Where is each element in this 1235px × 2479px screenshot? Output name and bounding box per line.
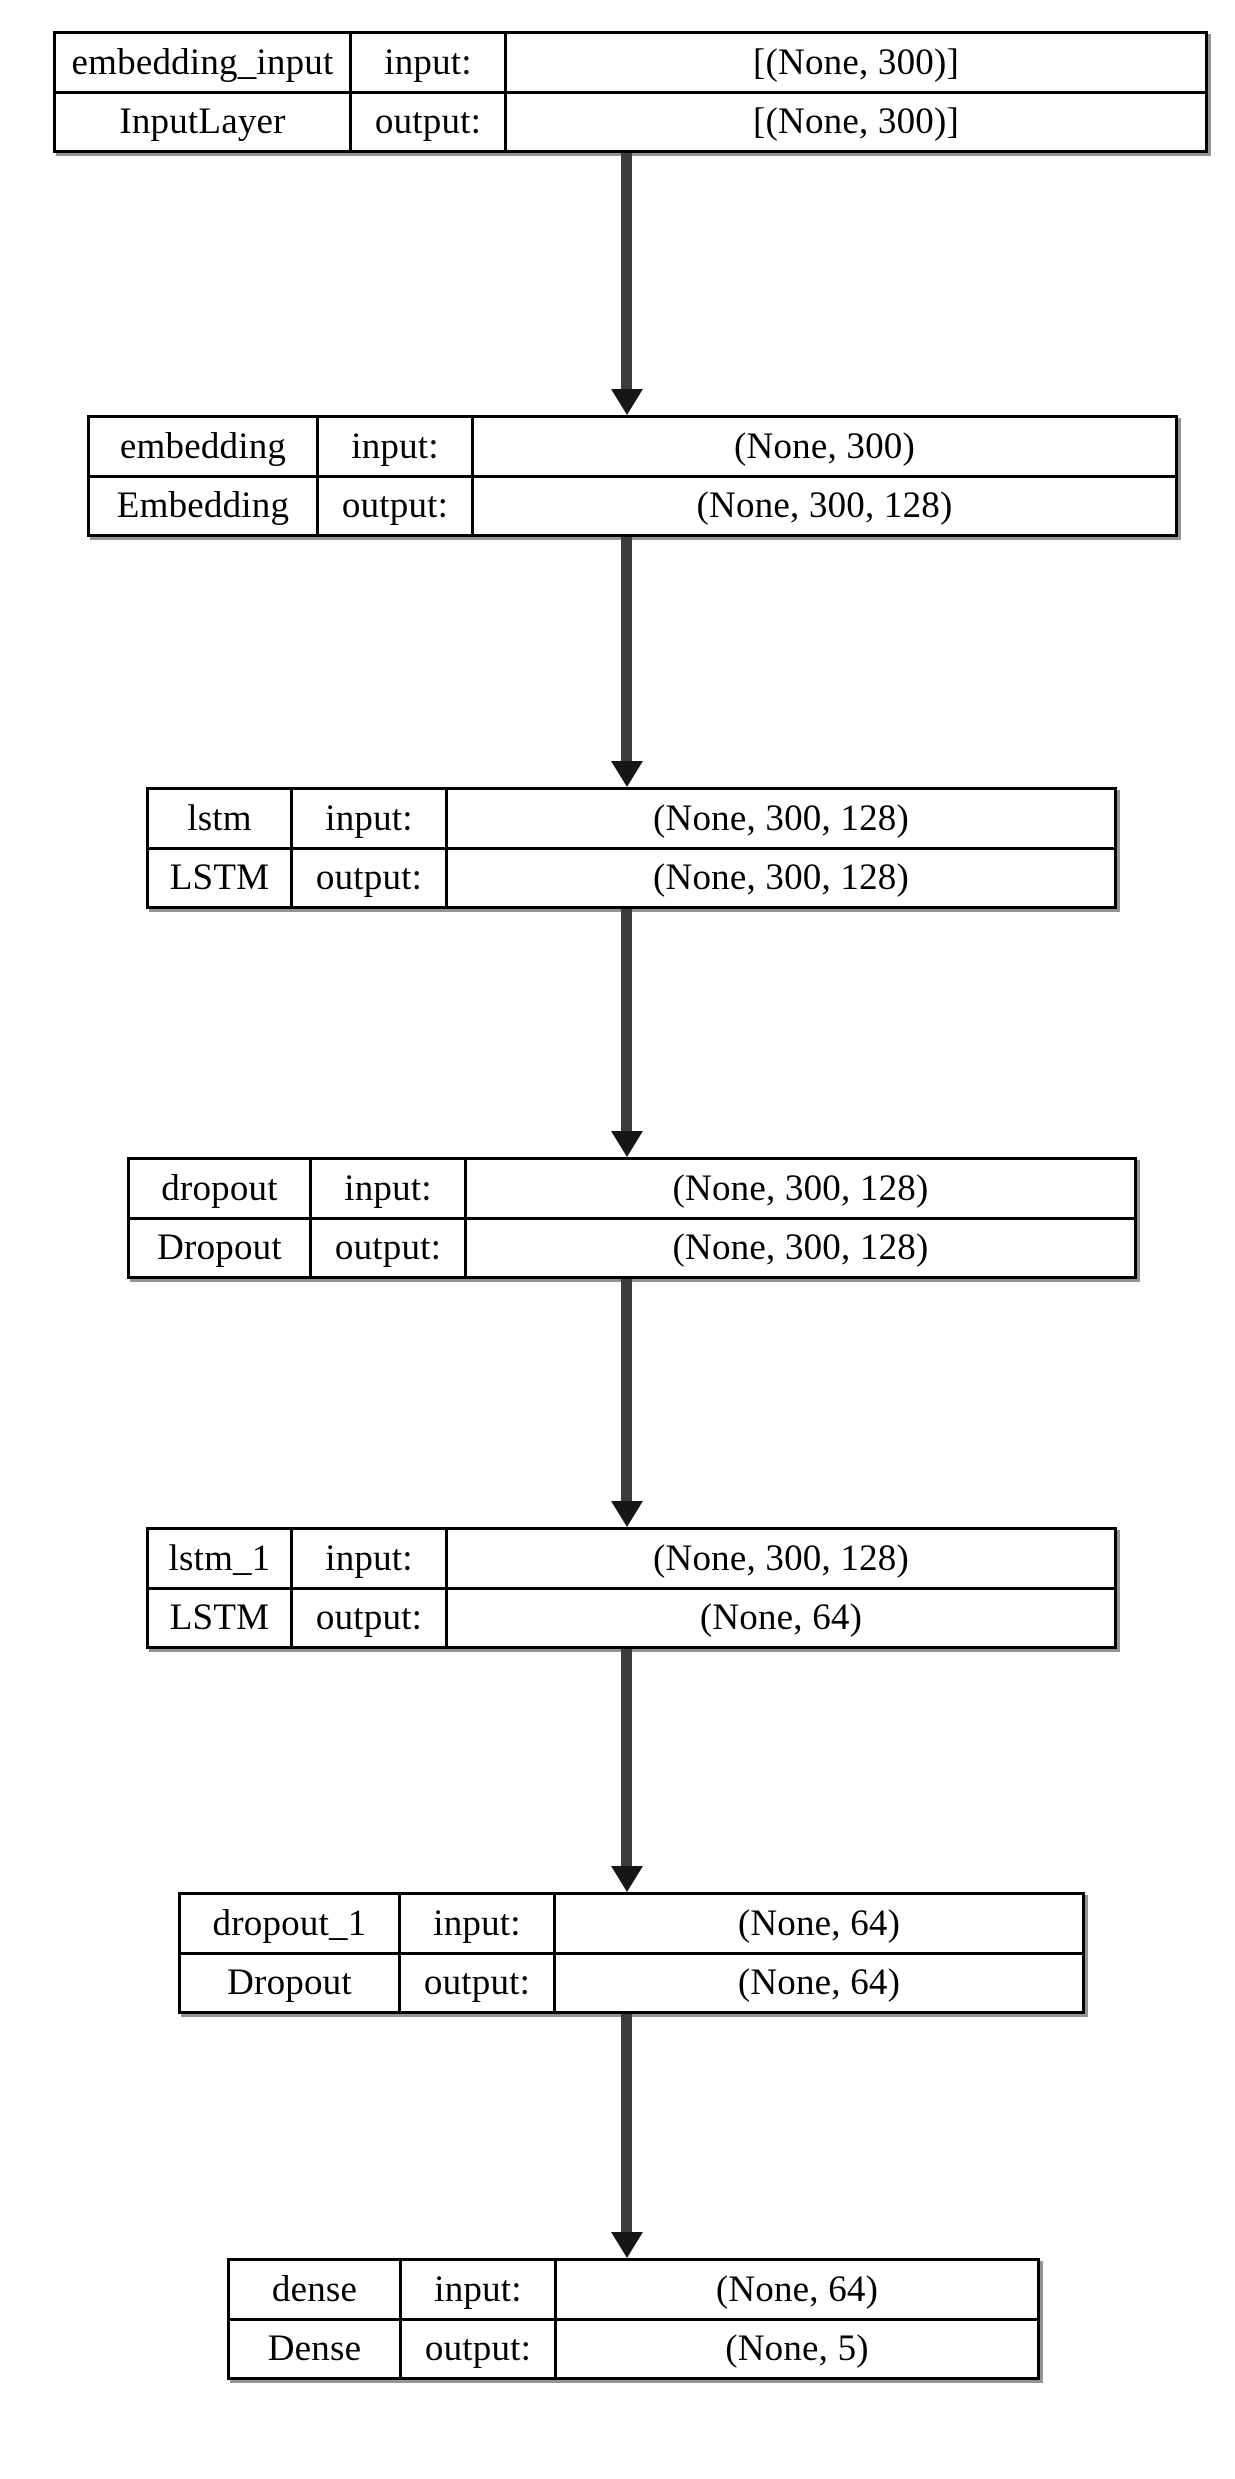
output-label-embedding_input: output: [352, 93, 507, 150]
arrow-head-icon [610, 1866, 643, 1892]
arrow-stem-icon [621, 909, 632, 1135]
output-label-embedding: output: [319, 477, 474, 534]
input-shape-embedding: (None, 300) [734, 425, 915, 467]
layer-name-lstm: lstm [149, 790, 293, 847]
layer-name-dropout_1: dropout_1 [181, 1895, 401, 1952]
input-shape-lstm_1: (None, 300, 128) [653, 1537, 909, 1579]
input-shape-embedding_input: [(None, 300)] [752, 41, 960, 83]
layer-name-embedding: embedding [90, 418, 319, 475]
layer-class-lstm_1: LSTM [149, 1589, 293, 1646]
layer-class-dropout: Dropout [130, 1219, 312, 1276]
arrow-stem-icon [621, 153, 632, 393]
layer-name-lstm_1: lstm_1 [149, 1530, 293, 1587]
output-label-lstm: output: [293, 849, 448, 906]
layer-class-embedding: Embedding [90, 477, 319, 534]
arrow-head-icon [610, 1131, 643, 1157]
layer-class-embedding_input: InputLayer [56, 93, 352, 150]
output-shape-embedding: (None, 300, 128) [696, 485, 953, 527]
edge-arrow-dropout_1-to-dense [610, 2014, 643, 2258]
arrow-head-icon [610, 389, 643, 415]
edge-arrow-embedding_input-to-embedding [610, 153, 643, 415]
output-label-dropout: output: [312, 1219, 467, 1276]
input-shape-dense: (None, 64) [715, 2268, 879, 2310]
input-label-embedding_input: input: [352, 34, 507, 91]
input-label-embedding: input: [319, 418, 474, 475]
layer-class-dropout_1: Dropout [181, 1954, 401, 2011]
input-shape-dropout: (None, 300, 128) [672, 1167, 929, 1209]
output-shape-dropout: (None, 300, 128) [672, 1227, 929, 1269]
edge-arrow-embedding-to-lstm [610, 537, 643, 787]
output-shape-dropout_1: (None, 64) [737, 1962, 901, 2004]
output-shape-embedding_input: [(None, 300)] [752, 101, 960, 143]
input-label-dropout: input: [312, 1160, 467, 1217]
arrow-stem-icon [621, 2014, 632, 2236]
output-shape-lstm_1: (None, 64) [699, 1597, 863, 1639]
input-label-lstm_1: input: [293, 1530, 448, 1587]
edge-arrow-dropout-to-lstm_1 [610, 1279, 643, 1527]
output-label-dense: output: [402, 2320, 557, 2377]
output-label-dropout_1: output: [401, 1954, 556, 2011]
layer-class-dense: Dense [230, 2320, 402, 2377]
arrow-head-icon [610, 2232, 643, 2258]
layer-class-lstm: LSTM [149, 849, 293, 906]
layer-name-dense: dense [230, 2261, 402, 2318]
layer-name-dropout: dropout [130, 1160, 312, 1217]
edge-arrow-lstm-to-dropout [610, 909, 643, 1157]
arrow-stem-icon [621, 1649, 632, 1870]
edge-arrow-lstm_1-to-dropout_1 [610, 1649, 643, 1892]
arrow-stem-icon [621, 537, 632, 765]
output-shape-dense: (None, 5) [725, 2328, 869, 2370]
input-shape-lstm: (None, 300, 128) [653, 797, 909, 839]
arrow-head-icon [610, 1501, 643, 1527]
input-shape-dropout_1: (None, 64) [737, 1902, 901, 1944]
output-label-lstm_1: output: [293, 1589, 448, 1646]
input-label-lstm: input: [293, 790, 448, 847]
layer-name-embedding_input: embedding_input [56, 34, 352, 91]
input-label-dense: input: [402, 2261, 557, 2318]
input-label-dropout_1: input: [401, 1895, 556, 1952]
output-shape-lstm: (None, 300, 128) [653, 857, 909, 899]
arrow-stem-icon [621, 1279, 632, 1505]
arrow-head-icon [610, 761, 643, 787]
